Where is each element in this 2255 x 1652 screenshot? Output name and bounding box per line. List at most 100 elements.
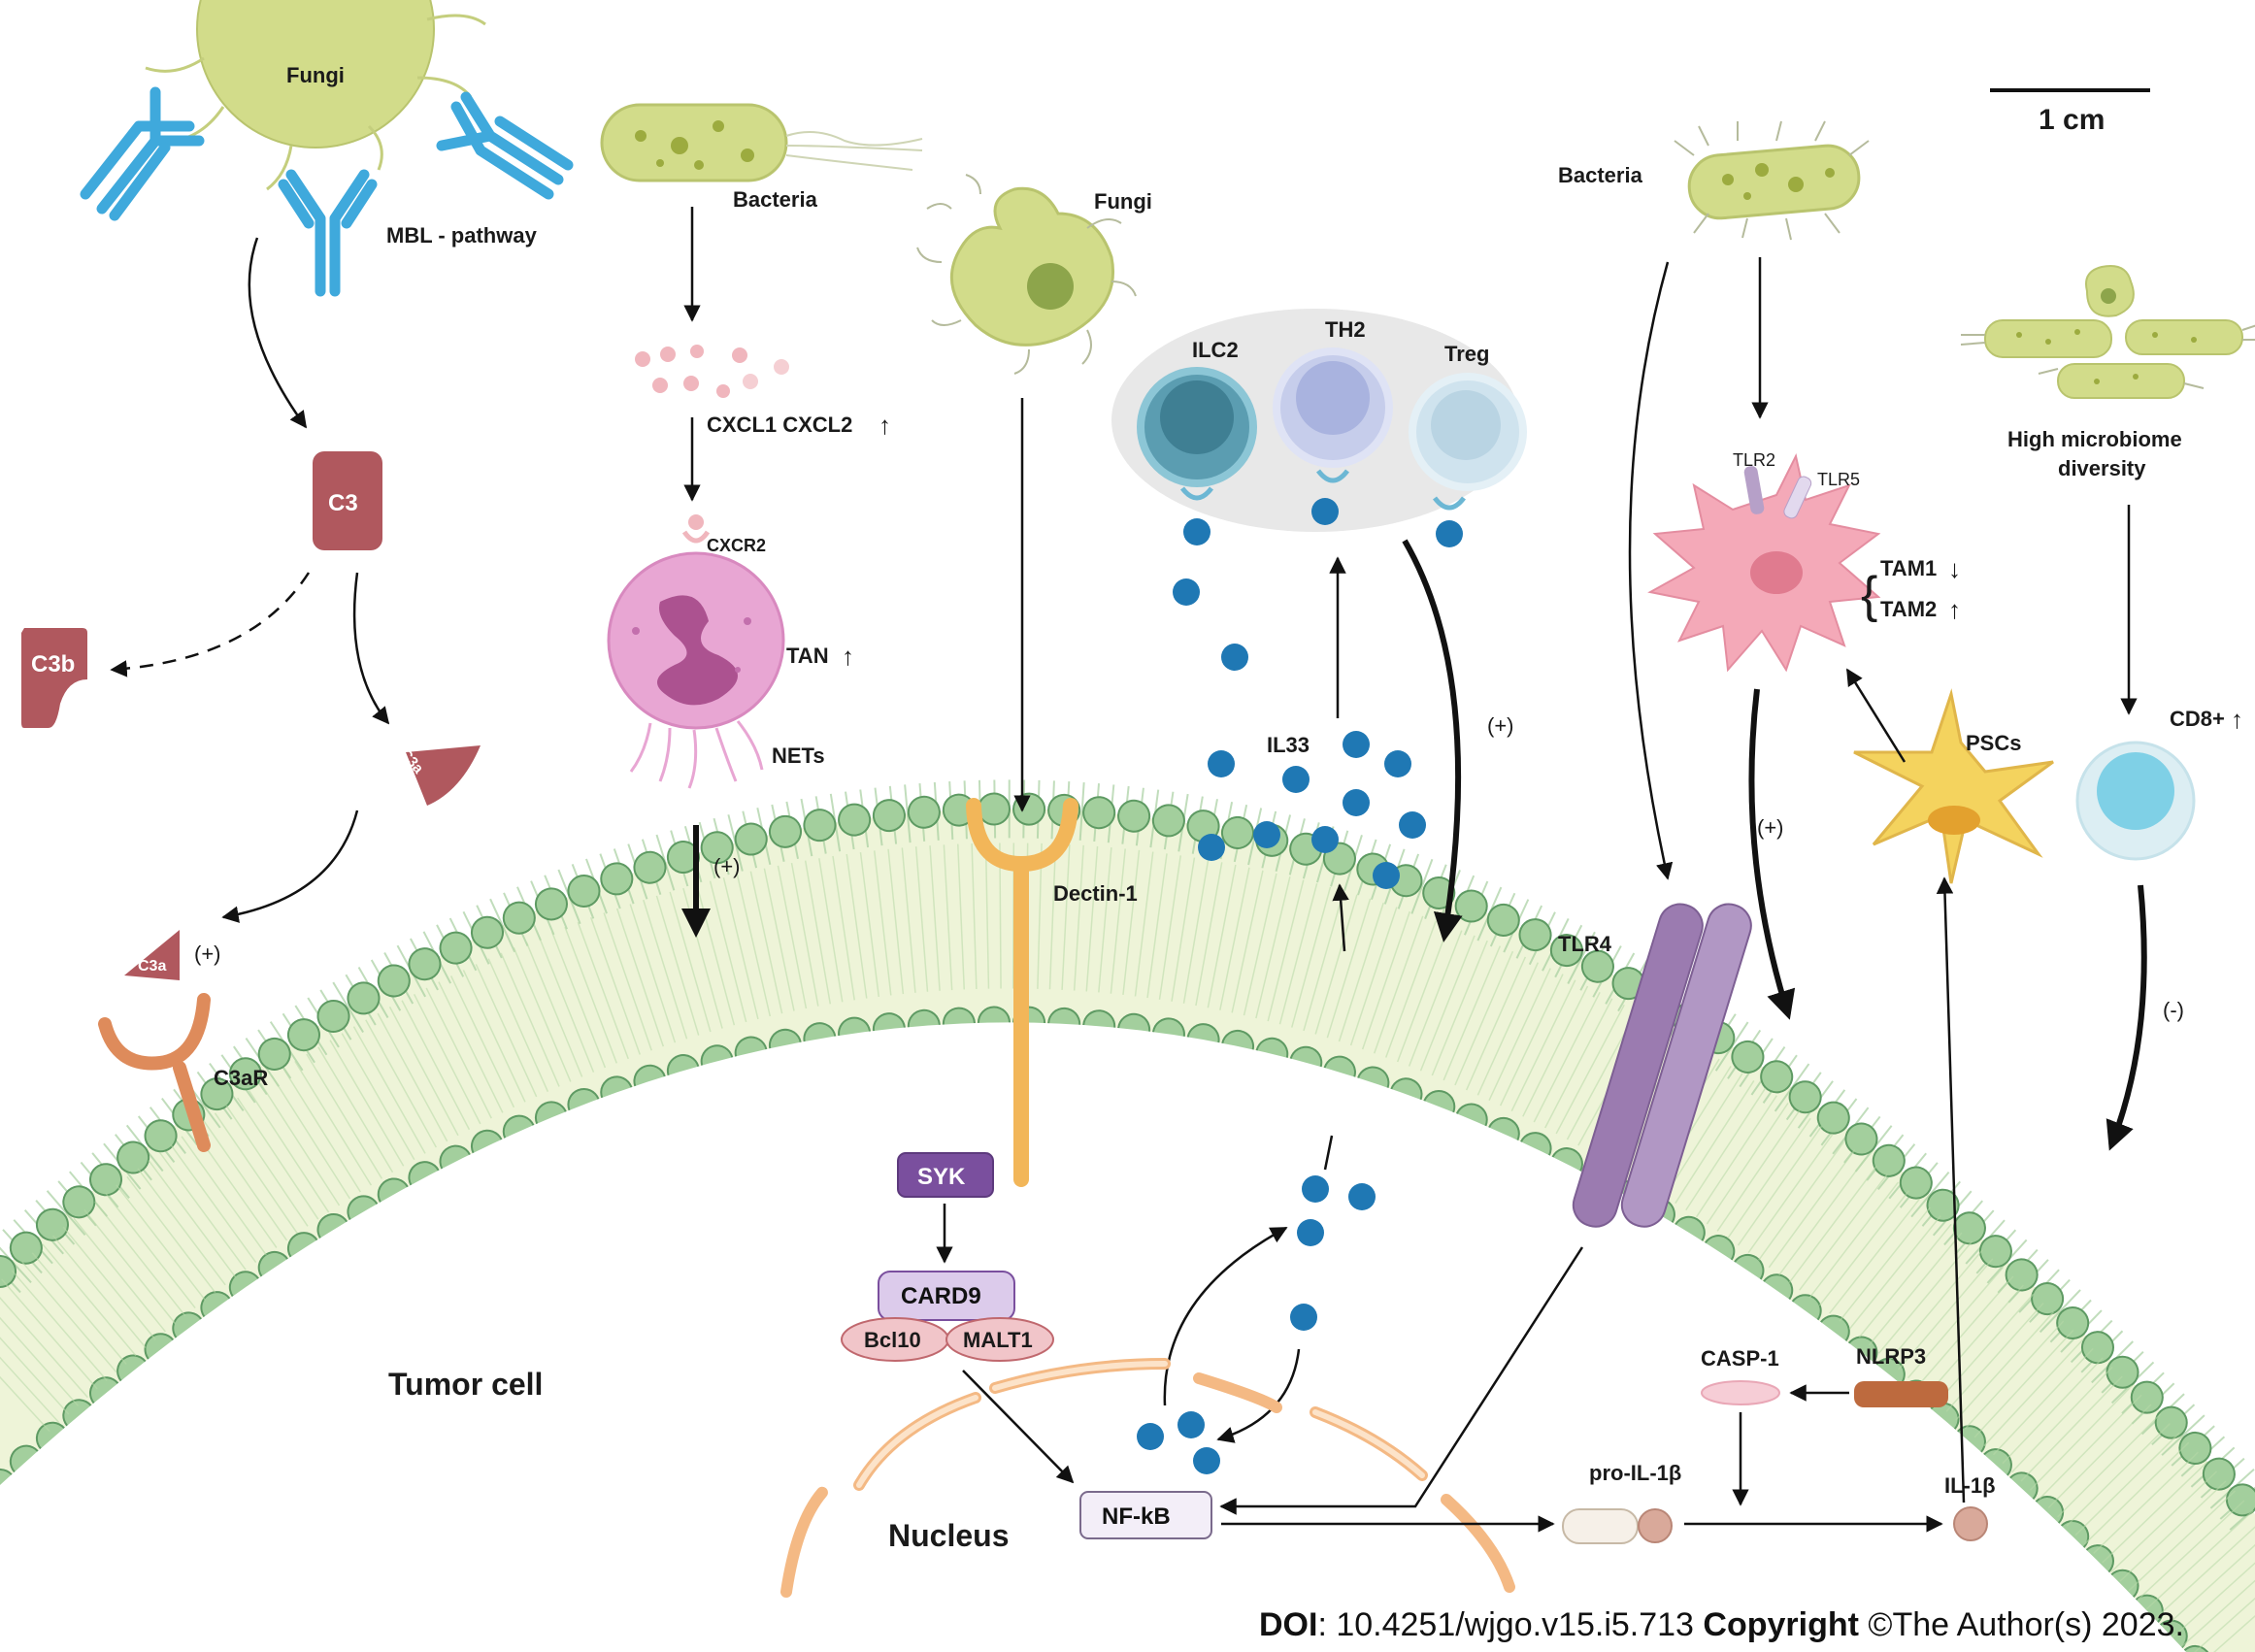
c3a-lower-shape — [124, 930, 180, 980]
psc-label: PSCs — [1966, 731, 2021, 755]
th2-cell — [1273, 347, 1393, 483]
plus-c3a-label: (+) — [194, 942, 221, 966]
arrow-il1b-to-psc — [1936, 876, 1966, 1503]
cd8-cell — [2075, 741, 2196, 861]
c3-label: C3 — [328, 490, 358, 516]
casp1-label: CASP-1 — [1701, 1346, 1779, 1371]
tan-up-arrow: ↑ — [842, 642, 854, 671]
cell-membrane — [0, 779, 2255, 1652]
arrow-c3-to-c3a — [352, 572, 390, 725]
card9-label: CARD9 — [901, 1283, 981, 1309]
bacteria-right — [1674, 120, 1870, 241]
arrow-cd8-to-membrane — [2106, 884, 2147, 1151]
tumor-cell-label: Tumor cell — [388, 1367, 543, 1402]
il33-label: IL33 — [1267, 733, 1310, 757]
card9-box — [878, 1271, 1015, 1321]
il1b-label: IL-1β — [1944, 1473, 1996, 1498]
plus-il33-label: (+) — [1487, 713, 1514, 738]
plus-tam-label: (+) — [1757, 815, 1784, 840]
c3-box — [313, 451, 382, 550]
tlr2-label: TLR2 — [1733, 450, 1775, 470]
tlr5-label: TLR5 — [1817, 470, 1860, 489]
ilc2-label: ILC2 — [1192, 338, 1239, 362]
copyright-value: ©The Author(s) 2023. — [1859, 1606, 2184, 1643]
tan-label: TAN — [786, 644, 829, 668]
arrow-psc-to-tam — [1845, 668, 1907, 763]
nets-label: NETs — [772, 743, 825, 768]
arrow-card9-to-nfkb — [962, 1370, 1075, 1484]
casp1-shape — [1701, 1380, 1780, 1405]
tan-neutrophil — [607, 514, 785, 789]
pro-il1b-pro-domain — [1562, 1508, 1639, 1544]
nucleus-envelope-inner — [856, 1361, 1425, 1488]
cd8-up-arrow: ↑ — [2231, 705, 2243, 734]
arrow-c3a-to-c3a — [221, 809, 359, 923]
c3a-upper-shape — [406, 745, 481, 806]
arrow-tam-to-membrane — [1748, 688, 1796, 1020]
c3ar-label: C3aR — [214, 1066, 268, 1090]
tam2-label: TAM2 — [1880, 597, 1937, 621]
nlrp3-shape — [1854, 1381, 1948, 1407]
copyright-label: Copyright — [1703, 1606, 1859, 1643]
doi-footer: DOI: 10.4251/wjgo.v15.i5.713 Copyright ©… — [1259, 1606, 2184, 1643]
plus-tan-label: (+) — [713, 854, 741, 878]
scale-label: 1 cm — [2039, 104, 2105, 136]
tam1-label: TAM1 — [1880, 556, 1937, 580]
microbiome-line2: diversity — [2058, 456, 2146, 480]
arrow-membrane-to-il33 — [1332, 883, 1349, 952]
tlr4-receptor — [1572, 903, 1752, 1228]
tam2-up-arrow: ↑ — [1948, 595, 1961, 624]
microbiome-line1: High microbiome — [2007, 427, 2182, 451]
c3ar-receptor — [98, 993, 211, 1152]
arrow-bacteria-to-tlr4 — [1628, 261, 1674, 880]
antibody-icon — [80, 86, 574, 297]
minus-cd8-label: (-) — [2163, 998, 2184, 1022]
bacteria-right-label: Bacteria — [1558, 163, 1643, 187]
tam1-down-arrow: ↓ — [1948, 554, 1961, 583]
ilc2-cell — [1137, 367, 1257, 501]
fungi-cell-top — [145, 0, 486, 191]
tam-brace: { — [1861, 567, 1877, 623]
tam-macrophage — [1647, 453, 1881, 673]
syk-label: SYK — [917, 1164, 966, 1190]
nfkb-box — [1079, 1491, 1212, 1539]
arrow-treg-to-membrane — [1402, 539, 1463, 942]
dectin-receptor — [966, 798, 1078, 1187]
pro-il1b-label: pro-IL-1β — [1589, 1461, 1681, 1485]
c3b-label: C3b — [31, 651, 75, 677]
cxcl-chemokine-dots — [635, 345, 789, 398]
fungi-cell-mid — [916, 174, 1137, 375]
cxcr2-label: CXCR2 — [707, 536, 766, 555]
microbiome-icon — [1960, 265, 2255, 399]
nucleus-label: Nucleus — [888, 1518, 1009, 1553]
cxcl-up-arrow: ↑ — [879, 411, 891, 440]
arrow-tlr4-to-nfkb — [1219, 1246, 1584, 1515]
nlrp3-label: NLRP3 — [1856, 1344, 1926, 1369]
bacteria-left — [600, 103, 923, 182]
fungi-mid-label: Fungi — [1094, 189, 1152, 214]
bcl10-label: Bcl10 — [864, 1328, 921, 1352]
il33-dots — [1137, 498, 1463, 1474]
arrow-nucleus-to-il33 — [1163, 1226, 1288, 1406]
nfkb-label: NF-kB — [1102, 1503, 1171, 1530]
malt1-shape — [945, 1317, 1054, 1362]
treg-cell — [1409, 373, 1527, 511]
tlr4-label: TLR4 — [1558, 932, 1612, 956]
syk-box — [897, 1152, 994, 1198]
mbl-pathway-label: MBL - pathway — [386, 223, 538, 248]
malt1-label: MALT1 — [963, 1328, 1033, 1352]
th2-label: TH2 — [1325, 317, 1366, 342]
c3a-lower-label: C3a — [138, 958, 166, 975]
pro-il1b-mature-domain — [1638, 1508, 1673, 1543]
arrow-c3-to-c3b — [110, 572, 311, 677]
arrow-mbl-to-c3 — [248, 237, 308, 429]
il1b-dot — [1953, 1506, 1988, 1541]
treg-label: Treg — [1444, 342, 1489, 366]
il33-line-inside — [1323, 1135, 1334, 1171]
psc-stellate-cell — [1853, 688, 2054, 884]
c3b-shape — [21, 628, 87, 728]
doi-value: : 10.4251/wjgo.v15.i5.713 — [1317, 1606, 1703, 1643]
cd8-label: CD8+ — [2170, 707, 2225, 731]
dectin-label: Dectin-1 — [1053, 881, 1138, 906]
